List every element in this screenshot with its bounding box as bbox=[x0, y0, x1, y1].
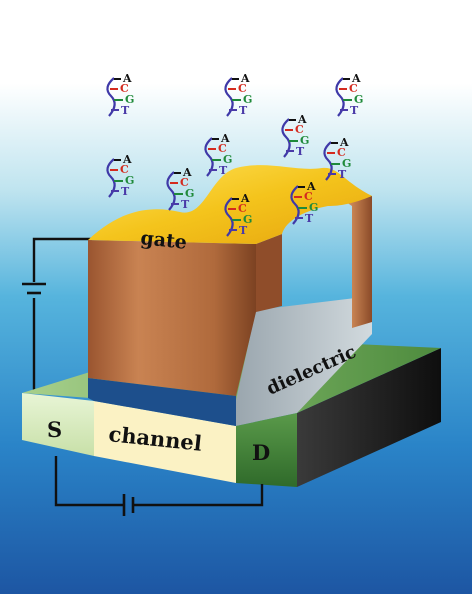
drain-region bbox=[236, 413, 297, 487]
drain-label: D bbox=[252, 440, 270, 465]
dna-base-letter: G bbox=[185, 187, 194, 200]
dna-base-letter: C bbox=[218, 142, 227, 155]
dna-base-letter: A bbox=[220, 132, 230, 145]
dna-base-letter: C bbox=[304, 190, 313, 203]
dna-base-letter: G bbox=[342, 157, 351, 170]
dna-base-letter: A bbox=[306, 180, 316, 193]
dna-base-letter: C bbox=[120, 82, 129, 95]
dna-base-letter: A bbox=[182, 166, 192, 179]
dna-base-letter: G bbox=[309, 201, 318, 214]
gate-oxide-layer bbox=[88, 378, 236, 426]
dna-base-letter: A bbox=[240, 192, 250, 205]
dna-base-letter: G bbox=[243, 213, 252, 226]
dna-base-letter: A bbox=[339, 136, 349, 149]
gate-bias-circuit bbox=[22, 237, 92, 390]
source-label: S bbox=[47, 417, 62, 442]
dna-base-letter: C bbox=[238, 82, 247, 95]
gate-front-face bbox=[88, 240, 256, 396]
dna-base-letter: G bbox=[125, 174, 134, 187]
source-drain-circuit bbox=[54, 456, 264, 516]
dna-base-letter: A bbox=[351, 72, 361, 85]
gate-inner-face bbox=[256, 234, 282, 312]
dna-base-letter: A bbox=[240, 72, 250, 85]
dna-base-letter: C bbox=[349, 82, 358, 95]
gate-top-surface bbox=[88, 165, 372, 244]
channel-region bbox=[94, 401, 236, 483]
dna-base-letter: C bbox=[238, 202, 247, 215]
dna-base-letter: T bbox=[239, 224, 248, 237]
dna-base-letter: T bbox=[350, 104, 359, 117]
dna-base-letter: C bbox=[337, 146, 346, 159]
dna-base-letter: T bbox=[305, 212, 314, 225]
gate-label: gate bbox=[139, 227, 188, 254]
dna-base-letter: G bbox=[125, 93, 134, 106]
source-region bbox=[22, 393, 94, 456]
dna-base-letter: A bbox=[297, 113, 307, 126]
dna-base-letter: G bbox=[243, 93, 252, 106]
dna-base-letter: T bbox=[338, 168, 347, 181]
dna-base-letter: T bbox=[219, 164, 228, 177]
dna-base-letter: G bbox=[300, 134, 309, 147]
dna-base-letter: C bbox=[120, 163, 129, 176]
dna-base-letter: A bbox=[122, 72, 132, 85]
dna-base-letter: G bbox=[354, 93, 363, 106]
dielectric-layer bbox=[236, 296, 372, 426]
dna-base-letter: C bbox=[180, 176, 189, 189]
dna-base-letter: C bbox=[295, 123, 304, 136]
dna-base-letter: T bbox=[239, 104, 248, 117]
dna-base-letter: T bbox=[121, 185, 130, 198]
dna-base-letter: T bbox=[181, 198, 190, 211]
dna-base-letter: T bbox=[121, 104, 130, 117]
dna-base-letter: A bbox=[122, 153, 132, 166]
dna-base-letter: T bbox=[296, 145, 305, 158]
dna-base-letter: G bbox=[223, 153, 232, 166]
substrate-right-face bbox=[297, 348, 441, 487]
gate-right-face bbox=[328, 190, 372, 328]
